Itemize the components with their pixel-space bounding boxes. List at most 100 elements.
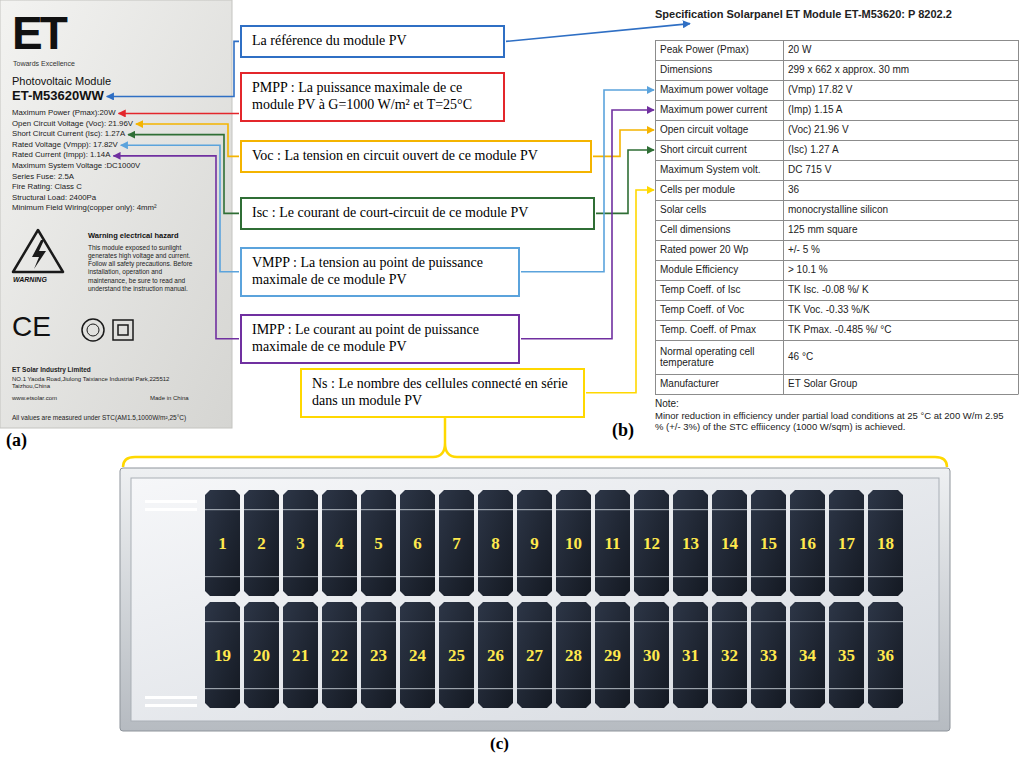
table-cell: Cell dimensions <box>655 220 783 240</box>
label-photo <box>0 0 232 428</box>
table-cell-text: > 10.1 % <box>788 264 828 276</box>
table-cell: 20 W <box>783 40 1018 60</box>
table-cell: TK Pmax. -0.485 %/ °C <box>783 320 1018 340</box>
leader-line <box>521 90 654 272</box>
callout-text: La référence du module PV <box>242 27 503 56</box>
table-cell: Temp. Coeff. of Pmax <box>655 320 783 340</box>
table-line <box>655 240 1018 241</box>
cell-number: 24 <box>409 647 426 664</box>
table-cell: 299 x 662 x approx. 30 mm <box>783 60 1018 80</box>
cell-number: 34 <box>799 647 816 664</box>
table-cell: (Isc) 1.27 A <box>783 140 1018 160</box>
table-cell-text: Cell dimensions <box>660 224 731 236</box>
table-cell: 125 mm square <box>783 220 1018 240</box>
cell-number: 28 <box>565 647 582 664</box>
cell-number: 5 <box>374 535 383 552</box>
table-cell-text: TK Isc. -0.08 %/ K <box>788 284 869 296</box>
table-line <box>655 100 1018 101</box>
table-cell: Manufacturer <box>655 374 783 394</box>
table-cell-text: 299 x 662 x approx. 30 mm <box>788 64 909 76</box>
cell-number: 4 <box>335 535 344 552</box>
table-cell-text: +/- 5 % <box>788 244 820 256</box>
busbar-strip <box>145 508 197 511</box>
label-text: Towards Excellence <box>13 60 75 68</box>
table-line <box>655 394 1018 395</box>
table-cell-text: DC 715 V <box>788 164 831 176</box>
table-cell: Open circuit voltage <box>655 120 783 140</box>
callout-box: Voc : La tension en circuit ouvert de ce… <box>240 140 592 173</box>
table-cell-text: 125 mm square <box>788 224 857 236</box>
bracket <box>123 443 947 467</box>
cell-number: 29 <box>604 647 621 664</box>
cell-number: 1 <box>218 535 227 552</box>
label-text: Maximum Power (Pmax):20W <box>12 109 116 118</box>
cell-number: 17 <box>838 535 855 552</box>
table-cell: Temp Coeff. of Voc <box>655 300 783 320</box>
table-cell-text: Temp Coeff. of Isc <box>660 284 740 296</box>
table-cell-text: Short circuit current <box>660 144 747 156</box>
callout-text: IMPP : Le courant au point de puissance … <box>242 316 518 362</box>
table-cell: +/- 5 % <box>783 240 1018 260</box>
table-cell-text: Open circuit voltage <box>660 124 748 136</box>
busbar-strip <box>145 704 197 707</box>
note-text: Minor reduction in efficiency under part… <box>655 410 1010 433</box>
label-text: WARNING <box>13 276 47 284</box>
table-cell-text: Solar cells <box>660 204 706 216</box>
table-cell: Solar cells <box>655 200 783 220</box>
busbar-strip <box>145 696 197 699</box>
cell-number: 31 <box>682 647 699 664</box>
cell-number: 35 <box>838 647 855 664</box>
cell-number: 22 <box>331 647 348 664</box>
callout-box: PMPP : La puissance maximale de ce modul… <box>240 72 505 122</box>
cell-number: 21 <box>292 647 309 664</box>
cell-number: 33 <box>760 647 777 664</box>
table-line <box>655 160 1018 161</box>
cell-number: 11 <box>604 535 620 552</box>
label-text: Structural Load: 2400Pa <box>12 194 96 203</box>
leader-line <box>128 135 239 214</box>
table-cell: Cells per module <box>655 180 783 200</box>
leader-line <box>119 113 239 115</box>
table-cell-text: Normal operating cell temperature <box>660 346 778 369</box>
label-text: This module exposed to sunlight generate… <box>88 244 200 293</box>
table-cell: Rated power 20 Wp <box>655 240 783 260</box>
table-line <box>655 60 1018 61</box>
table-cell: DC 715 V <box>783 160 1018 180</box>
class-ii-symbol <box>118 325 128 335</box>
table-cell-text: Maximum power voltage <box>660 84 768 96</box>
cell-number: 18 <box>877 535 894 552</box>
table-line <box>655 374 1018 375</box>
warning-triangle <box>13 230 63 272</box>
label-text: Series Fuse: 2.5A <box>12 173 74 182</box>
label-text: Minimum Field Wiring(copper only): 4mm² <box>12 204 157 213</box>
table-cell-text: 46 °C <box>788 351 813 363</box>
table-cell-text: Cells per module <box>660 184 735 196</box>
callout-box: Ns : Le nombre des cellules connecté en … <box>300 368 585 418</box>
table-line <box>655 180 1018 181</box>
leader-line <box>593 130 654 156</box>
table-cell-text: Temp. Coeff. of Pmax <box>660 324 756 336</box>
table-line <box>655 280 1018 281</box>
label-text: All values are measured under STC(AM1.5,… <box>12 414 186 421</box>
table-cell: > 10.1 % <box>783 260 1018 280</box>
label-text: Photovoltaic Module <box>12 75 111 88</box>
table-cell-text: Maximum power current <box>660 104 767 116</box>
label-text: CE <box>12 313 51 341</box>
table-cell: Short circuit current <box>655 140 783 160</box>
cell-number: 8 <box>491 535 500 552</box>
note-text: Note: <box>655 398 679 410</box>
table-line <box>655 80 1018 81</box>
table-line <box>655 320 1018 321</box>
table-cell: Maximum power voltage <box>655 80 783 100</box>
table-cell-text: Temp Coeff. of Voc <box>660 304 744 316</box>
cell-number: 30 <box>643 647 660 664</box>
label-text: Warning electrical hazard <box>88 232 179 241</box>
table-title: Specification Solarpanel ET Module ET-M5… <box>655 8 952 21</box>
callout-text: Ns : Le nombre des cellules connecté en … <box>302 370 583 416</box>
certification-mark <box>87 324 99 336</box>
table-cell: 46 °C <box>783 340 1018 374</box>
table-line <box>655 40 656 395</box>
table-line <box>783 40 784 395</box>
leader-line <box>506 24 690 42</box>
table-cell-text: Dimensions <box>660 64 712 76</box>
